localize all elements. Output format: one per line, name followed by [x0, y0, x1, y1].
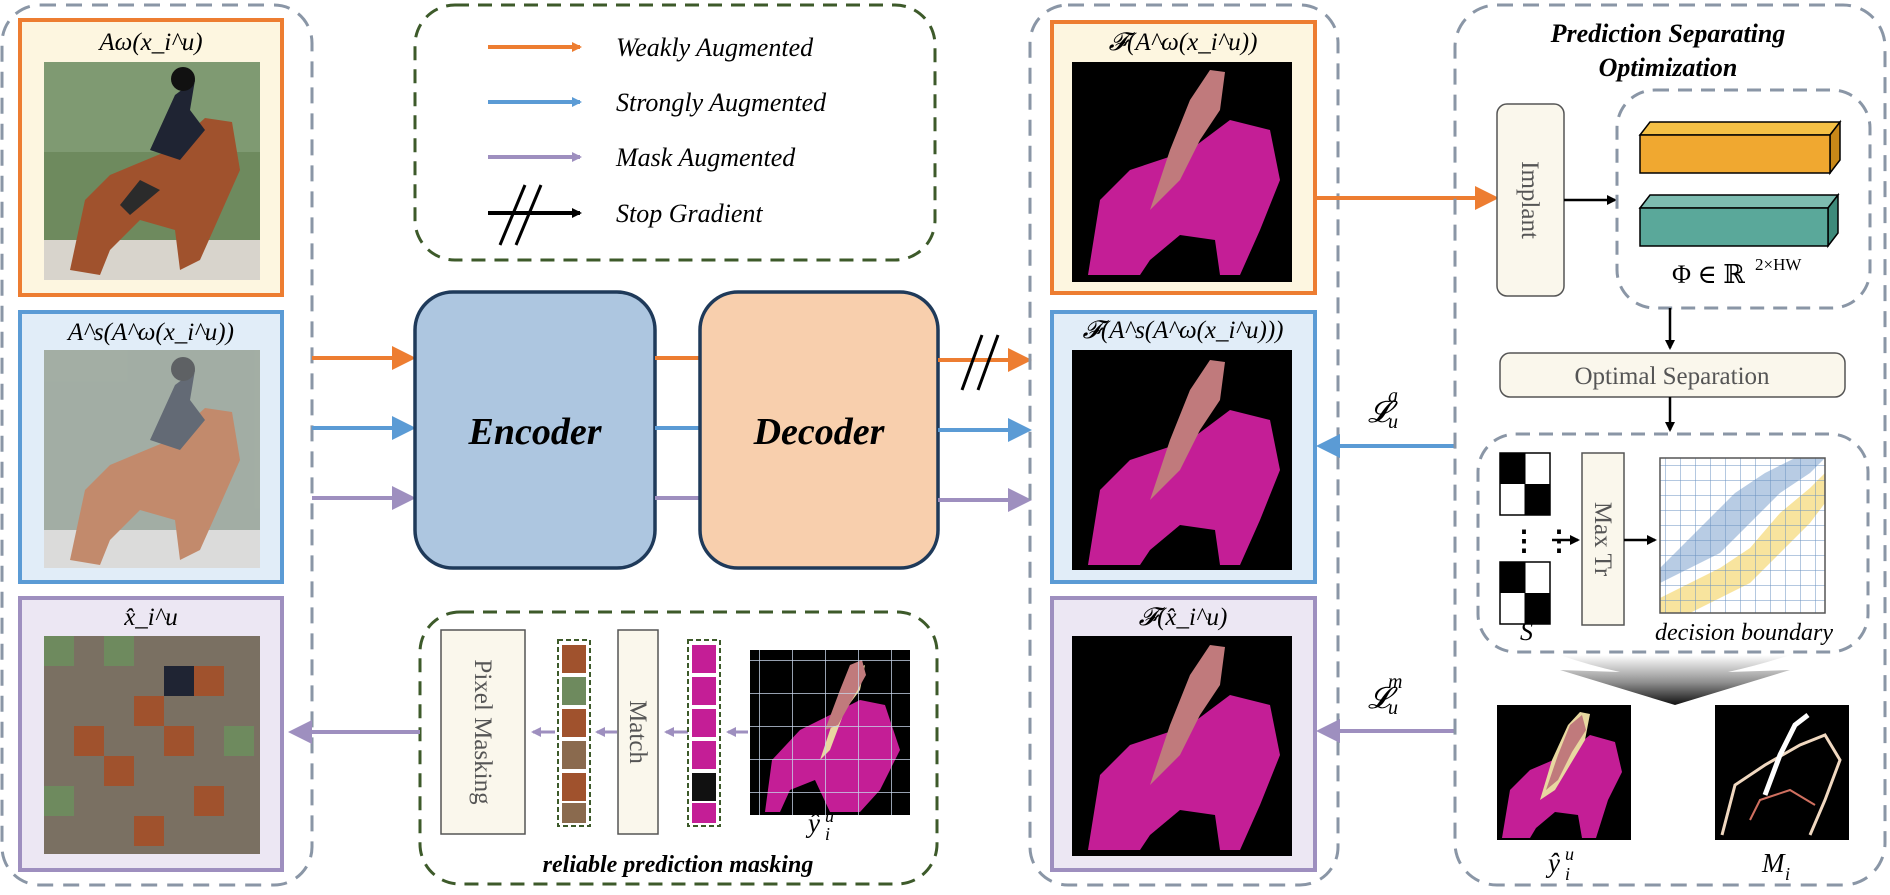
pred-patch — [692, 803, 716, 823]
pred-patch — [692, 645, 716, 673]
pso-panel-border — [1453, 3, 1887, 887]
pso-title-line1: Prediction Separating — [1550, 19, 1786, 48]
weak-prediction-map — [1072, 62, 1292, 282]
final-y-sup: u — [1565, 844, 1574, 864]
maxtr-label: Max Tr — [1589, 502, 1616, 577]
legend-stop-text: Stop Gradient — [616, 199, 763, 228]
uncertainty-map — [1715, 705, 1849, 840]
optimal-separation-label: Optimal Separation — [1574, 363, 1770, 390]
loss-m-sub: u — [1388, 697, 1398, 719]
pred-patch — [692, 773, 716, 801]
decision-boundary-grid — [1659, 457, 1826, 614]
output-panel-border — [1028, 3, 1340, 887]
stop-gradient-slash-2 — [514, 184, 543, 246]
phi-label: Φ ∈ ℝ — [1672, 260, 1745, 289]
stop-gradient-slash-1 — [498, 184, 527, 246]
phi-feature-orange — [1638, 119, 1842, 176]
image-patches-column — [557, 639, 591, 827]
image-patch — [562, 645, 586, 673]
weak-output-label: 𝓕(A^ω(x_i^u)) — [1109, 29, 1258, 56]
m-label: M — [1761, 848, 1786, 878]
pixel-masking-block — [440, 629, 526, 835]
final-y-sub: i — [1565, 864, 1570, 884]
image-patch — [562, 773, 586, 801]
masking-y-label: ŷ — [805, 808, 820, 838]
legend-box — [413, 3, 937, 262]
pred-patch — [692, 709, 716, 737]
input-panel-border — [0, 3, 314, 887]
masked-output-label: 𝓕(x̂_i^u) — [1139, 604, 1228, 631]
output-stop-slash-1 — [960, 334, 984, 391]
phi-feature-teal — [1638, 192, 1840, 249]
boundary-box — [1476, 432, 1870, 654]
legend-strong-text: Strongly Augmented — [616, 88, 827, 117]
output-stop-slash-2 — [976, 334, 1000, 391]
pred-patch — [692, 677, 716, 705]
image-patch — [562, 677, 586, 705]
legend-mask-text: Mask Augmented — [615, 143, 796, 172]
loss-m-sup: m — [1388, 671, 1402, 693]
strong-prediction-map — [1072, 350, 1292, 570]
optimal-separation-block — [1499, 352, 1846, 398]
s-matrix-ellipsis: ⋮ ⋮ — [1510, 526, 1573, 557]
phi-sup: 2×HW — [1755, 255, 1802, 274]
strong-input-label: A^s(A^ω(x_i^u)) — [66, 319, 234, 346]
masking-title: reliable prediction masking — [543, 852, 814, 878]
strong-output-label: 𝓕(A^s(A^ω(x_i^u))) — [1082, 317, 1283, 344]
weak-input-label: Aω(x_i^u) — [97, 29, 202, 56]
encoder-label: Encoder — [468, 411, 603, 453]
pred-patches-column — [687, 639, 721, 827]
masking-y-sup: u — [825, 806, 834, 826]
masking-y-sub: i — [825, 824, 830, 844]
decoder-label: Decoder — [753, 411, 886, 453]
final-y-label: ŷ — [1545, 848, 1560, 878]
funnel-arrow — [1560, 655, 1790, 705]
implant-label: Implant — [1516, 161, 1543, 239]
s-matrix-top — [1499, 452, 1551, 516]
legend-weak-text: Weakly Augmented — [616, 33, 814, 62]
loss-a-sub: u — [1388, 411, 1398, 433]
maxtr-block — [1581, 452, 1625, 626]
s-matrix-bottom — [1499, 561, 1551, 625]
image-patch — [562, 741, 586, 769]
grid-prediction-map — [750, 650, 910, 815]
m-sub: i — [1785, 864, 1790, 884]
decision-boundary-label: decision boundary — [1655, 620, 1833, 646]
pred-patch — [692, 741, 716, 769]
masking-box — [418, 610, 939, 886]
horse-photo-strong — [44, 350, 260, 568]
image-patch — [562, 709, 586, 737]
refined-prediction-map — [1497, 705, 1631, 840]
masked-prediction-map — [1072, 636, 1292, 856]
match-label: Match — [624, 700, 651, 764]
pixel-masking-label: Pixel Masking — [469, 659, 496, 805]
pso-title-line2: Optimization — [1599, 53, 1738, 82]
phi-box — [1615, 88, 1872, 310]
match-block — [617, 629, 659, 835]
image-patch — [562, 803, 586, 823]
horse-photo-masked — [44, 636, 260, 854]
horse-photo-weak — [44, 62, 260, 280]
masked-input-label: x̂_i^u — [123, 604, 178, 631]
s-label: S — [1520, 617, 1533, 646]
loss-a-sup: a — [1388, 385, 1398, 407]
